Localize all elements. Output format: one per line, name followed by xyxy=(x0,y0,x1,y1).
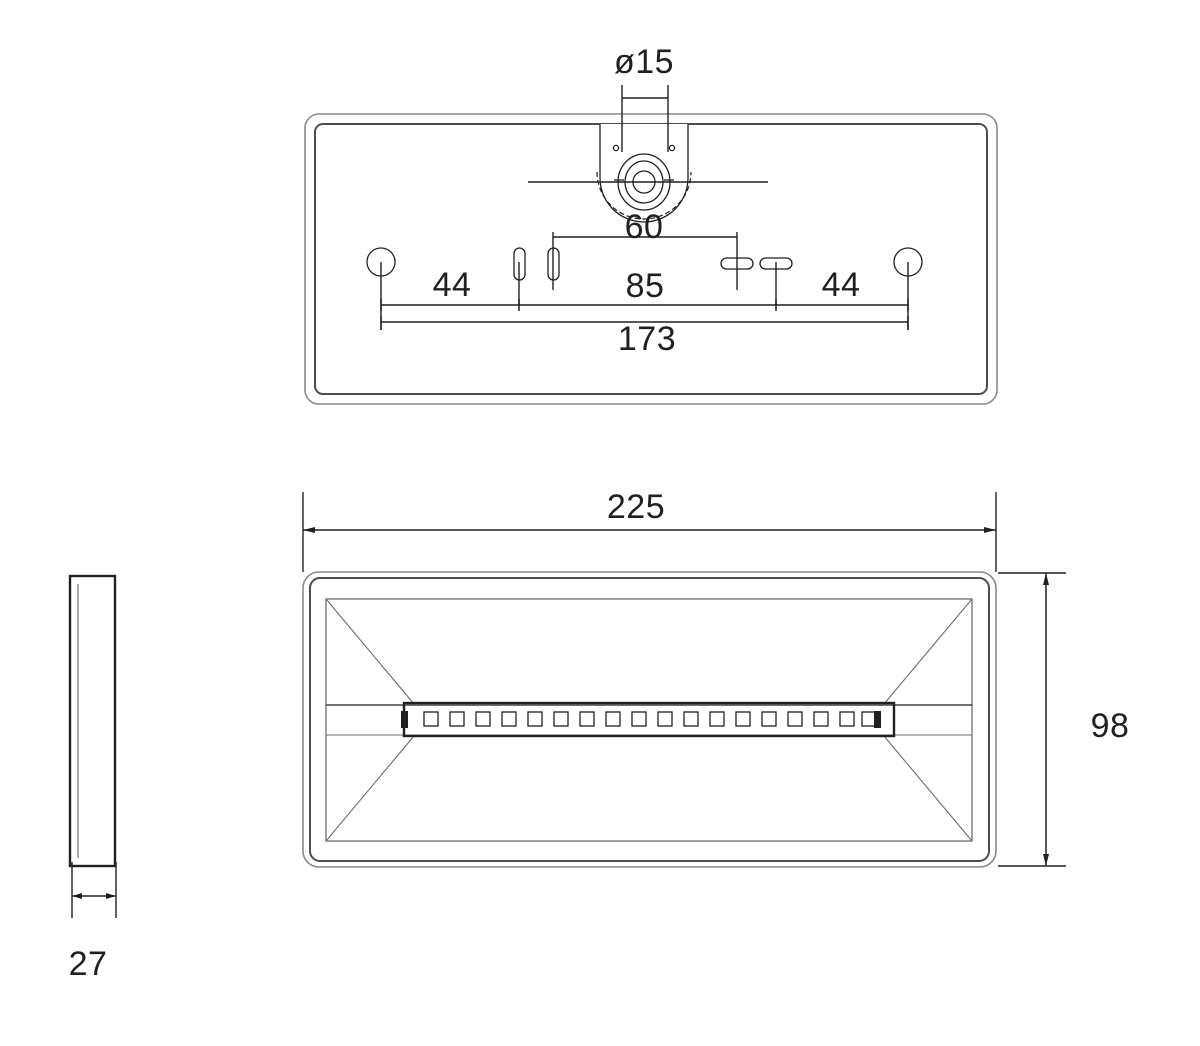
top-view-group: ø15 60 85 44 44 xyxy=(304,43,998,405)
led-aperture xyxy=(709,711,725,727)
side-view-profile xyxy=(68,574,117,868)
front-view-group: 225 xyxy=(302,488,1130,868)
led-aperture xyxy=(553,711,569,727)
bracket-swivel-arc xyxy=(596,171,692,220)
led-aperture xyxy=(475,711,491,727)
dimension-label-slot-span: 85 xyxy=(626,267,665,305)
dimension-label-diameter: ø15 xyxy=(614,43,674,81)
led-aperture xyxy=(527,711,543,727)
dim-225-arrow-left xyxy=(303,527,315,533)
bevel-top-right xyxy=(883,598,973,705)
bevel-top-left xyxy=(325,598,415,705)
dimension-label-overall-height: 98 xyxy=(1091,707,1130,745)
dimension-label-bracket-width: 60 xyxy=(625,208,664,246)
dim-27-arrow-right xyxy=(106,893,116,899)
led-aperture-row xyxy=(423,711,877,727)
led-aperture xyxy=(657,711,673,727)
led-aperture xyxy=(813,711,829,727)
bracket-screw-hole-left xyxy=(612,144,620,152)
led-aperture xyxy=(579,711,595,727)
dim-225-arrow-right xyxy=(984,527,996,533)
led-aperture xyxy=(861,711,877,727)
led-strip-endcap-right xyxy=(874,711,881,728)
front-view-inner-panel xyxy=(325,598,973,842)
led-aperture xyxy=(449,711,465,727)
dimension-label-depth: 27 xyxy=(69,945,108,983)
led-aperture xyxy=(735,711,751,727)
dimension-label-hole-centres: 173 xyxy=(618,320,676,358)
led-aperture xyxy=(761,711,777,727)
led-aperture xyxy=(501,711,517,727)
led-aperture xyxy=(787,711,803,727)
led-strip-housing xyxy=(402,701,896,738)
dimension-label-overall-width: 225 xyxy=(607,488,665,526)
dimension-label-left-offset: 44 xyxy=(433,266,472,304)
led-aperture xyxy=(423,711,439,727)
bevel-bottom-right xyxy=(883,735,973,842)
led-aperture xyxy=(605,711,621,727)
bracket-screw-hole-right xyxy=(668,144,676,152)
side-view-group: 27 xyxy=(68,574,117,983)
led-strip-endcap-left xyxy=(401,711,408,728)
bevel-bottom-left xyxy=(325,735,415,842)
led-aperture xyxy=(631,711,647,727)
dimension-label-right-offset: 44 xyxy=(822,266,861,304)
front-view-outer-frame xyxy=(302,571,997,868)
front-view-outer-frame-inner xyxy=(309,577,990,862)
dim-98-arrow-top xyxy=(1043,573,1049,585)
dim-98-arrow-bottom xyxy=(1043,854,1049,866)
led-aperture xyxy=(683,711,699,727)
led-aperture xyxy=(839,711,855,727)
dim-27-arrow-left xyxy=(72,893,82,899)
top-view-outer-frame xyxy=(304,113,998,405)
